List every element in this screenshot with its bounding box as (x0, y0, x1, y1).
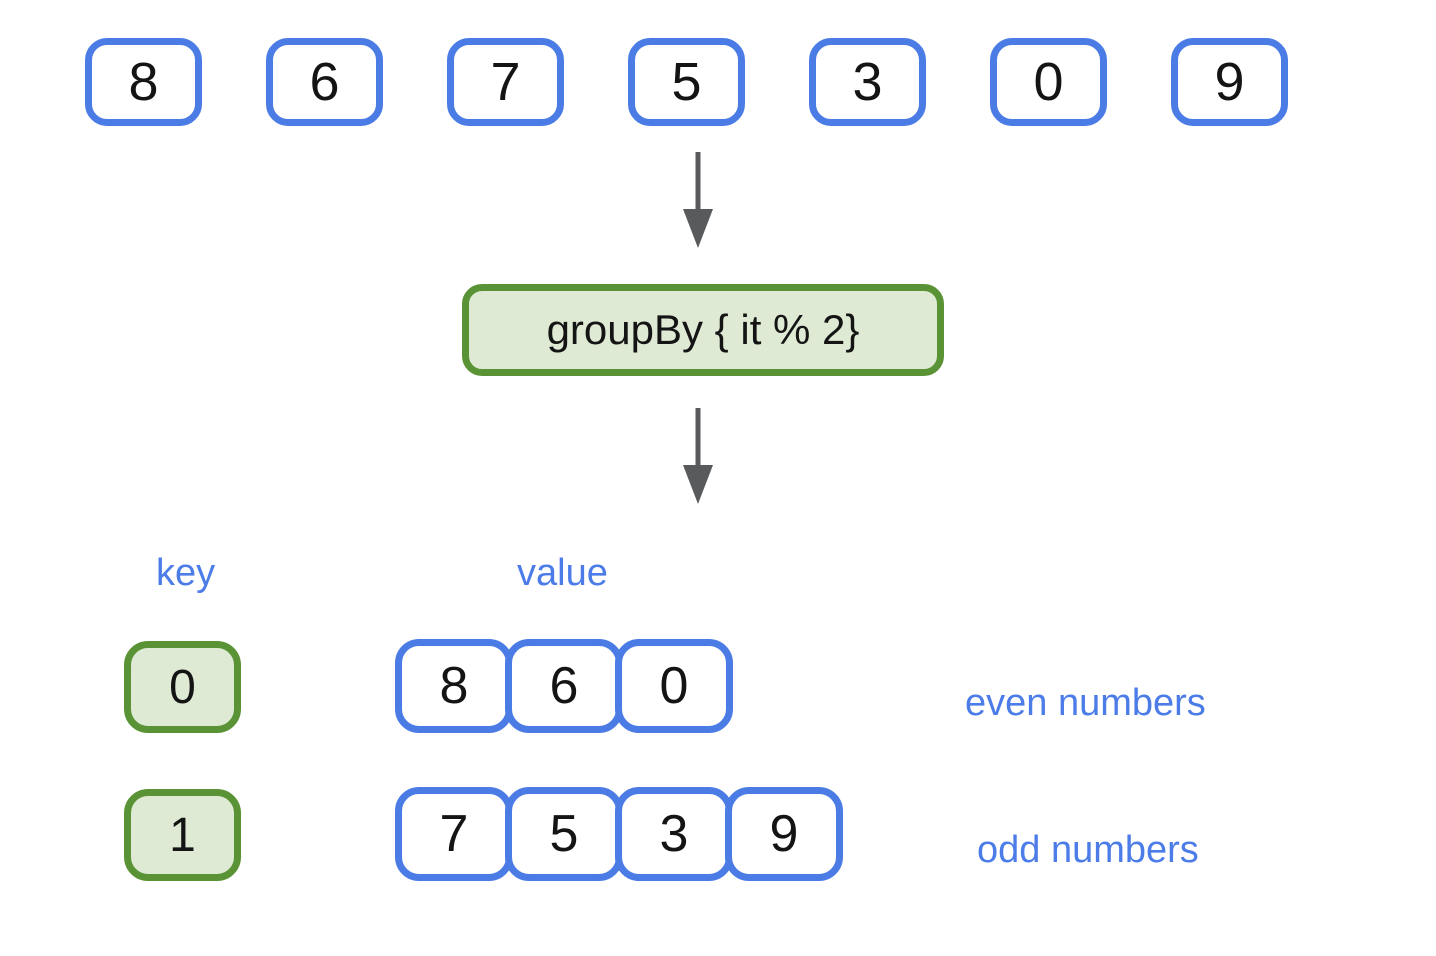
groupby-operation-box: groupBy { it % 2} (462, 284, 944, 376)
list-item: 7 (395, 787, 513, 881)
list-item-value: 9 (1214, 52, 1245, 112)
value-column-header: value (517, 552, 608, 594)
list-item: 0 (990, 38, 1107, 126)
group-values-list: 7 5 3 9 (395, 787, 843, 881)
list-item-value: 0 (1033, 52, 1064, 112)
list-item-value: 7 (439, 805, 469, 863)
list-item-value: 3 (852, 52, 883, 112)
list-item: 7 (447, 38, 564, 126)
down-arrow-icon (683, 152, 713, 248)
group-values-list: 8 6 0 (395, 639, 733, 733)
list-item-value: 6 (309, 52, 340, 112)
group-key-box: 0 (124, 641, 241, 733)
groupby-operation-label: groupBy { it % 2} (546, 306, 860, 353)
list-item: 5 (628, 38, 745, 126)
list-item-value: 8 (128, 52, 159, 112)
list-item: 3 (809, 38, 926, 126)
list-item: 0 (615, 639, 733, 733)
list-item-value: 3 (659, 805, 689, 863)
list-item-value: 5 (549, 805, 579, 863)
list-item: 6 (505, 639, 623, 733)
down-arrow-icon (683, 408, 713, 504)
list-item: 9 (1171, 38, 1288, 126)
list-item: 6 (266, 38, 383, 126)
list-item: 8 (395, 639, 513, 733)
list-item-value: 0 (659, 657, 689, 715)
group-key-box: 1 (124, 789, 241, 881)
list-item-value: 8 (439, 657, 469, 715)
group-annotation: even numbers (965, 682, 1206, 724)
list-item-value: 5 (671, 52, 702, 112)
list-item: 3 (615, 787, 733, 881)
list-item: 5 (505, 787, 623, 881)
list-item: 9 (725, 787, 843, 881)
key-column-header: key (156, 552, 216, 594)
group-annotation: odd numbers (977, 829, 1199, 871)
group-key-value: 1 (169, 808, 196, 862)
list-item: 8 (85, 38, 202, 126)
list-item-value: 6 (549, 657, 579, 715)
source-list: 8 6 7 5 3 0 9 (85, 38, 1288, 126)
list-item-value: 7 (490, 52, 521, 112)
group-key-value: 0 (169, 660, 196, 714)
list-item-value: 9 (769, 805, 799, 863)
